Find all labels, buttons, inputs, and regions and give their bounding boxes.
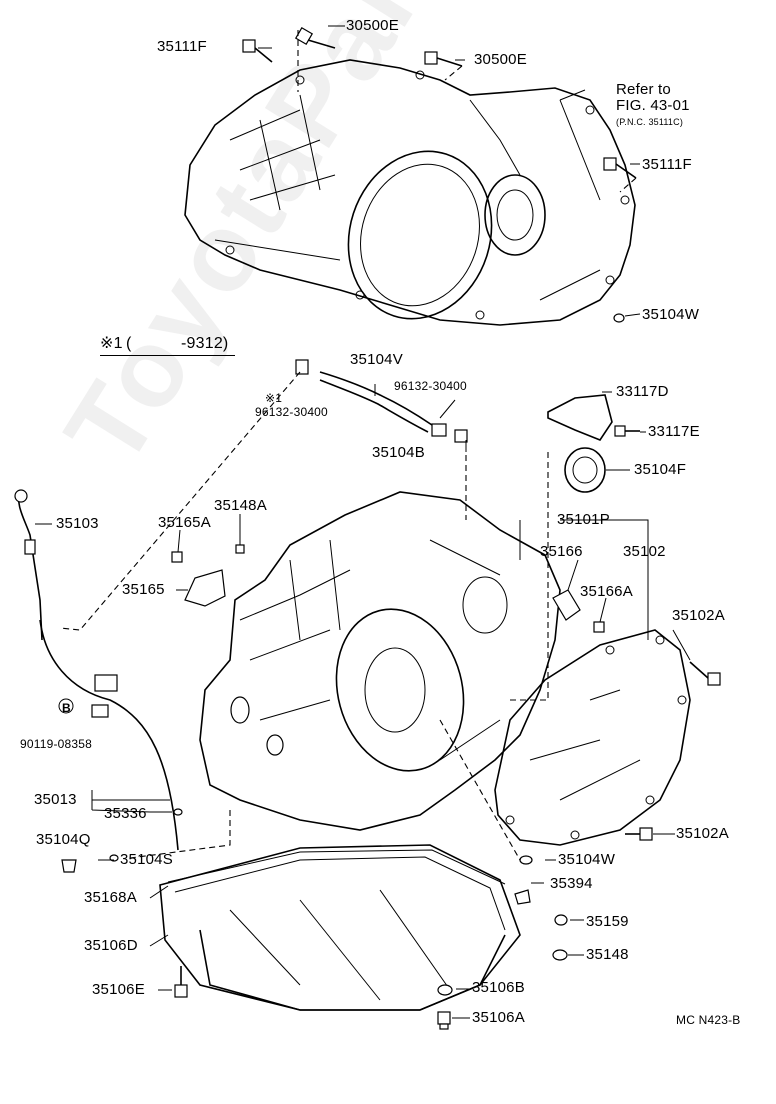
plug-35148-drawing [552,949,568,961]
bolt-35106E-drawing [174,966,188,998]
plug-35148A-drawing [235,544,245,554]
union-96132-b-drawing [431,423,447,437]
plug-35104W-a-drawing [613,313,625,323]
label-35106A[interactable]: 35106A [472,1009,525,1026]
label-35104S[interactable]: 35104S [120,851,173,868]
label-35104F[interactable]: 35104F [634,461,687,478]
label-35104B[interactable]: 35104B [372,444,425,461]
label-35148[interactable]: 35148 [586,946,629,963]
label-35102A-a[interactable]: 35102A [672,607,725,624]
label-35159[interactable]: 35159 [586,913,629,930]
reference-pnc: (P.N.C. 35111C) [616,117,684,127]
plug-35106A-drawing [437,1011,451,1030]
bolt-35111F-a-drawing [242,39,273,63]
plug-35104W-b-drawing [519,855,533,865]
label-35104V[interactable]: 35104V [350,351,403,368]
label-35336[interactable]: 35336 [104,805,147,822]
hose-35104V-drawing [319,371,433,426]
note-range: -9312) [181,335,229,352]
plug-35106B-drawing [437,984,453,996]
dipstick-35103-drawing [14,489,43,641]
dashed-guide-dipstick [59,371,301,631]
label-35165[interactable]: 35165 [122,581,165,598]
label-35104Q[interactable]: 35104Q [36,831,91,848]
label-35104W-a[interactable]: 35104W [642,306,700,323]
label-35166[interactable]: 35166 [540,543,583,560]
filler-tube-35013-drawing [39,619,179,851]
label-30500E-a[interactable]: 30500E [346,17,399,34]
clamp-marker-circle [58,698,74,714]
transaxle-case-drawing [199,491,561,831]
union-96132-a-drawing [295,359,309,375]
label-35111F-b[interactable]: 35111F [642,156,692,173]
oil-pan-35106D-drawing [159,844,521,1011]
note-symbol: ※1 [100,335,123,352]
label-33117D[interactable]: 33117D [616,383,669,400]
clamp-90119-drawing [91,674,118,718]
bolt-35102A-b-drawing [625,827,653,841]
label-96132-30400-b[interactable]: 96132-30400 [394,379,467,393]
label-35103[interactable]: 35103 [56,515,99,532]
o-ring-35336-drawing [173,808,183,816]
bolt-30500E-a-drawing [294,26,336,49]
elbow-35104B-drawing [454,429,468,443]
dashed-guides-top [297,30,637,193]
label-35168A[interactable]: 35168A [84,889,137,906]
side-cover-35102-drawing [494,629,691,846]
label-35166A[interactable]: 35166A [580,583,633,600]
bolt-35111F-b-drawing [603,157,637,179]
dashed-guide-seal [510,452,549,701]
label-90119-08358[interactable]: 90119-08358 [20,737,93,751]
note-underline [100,355,235,356]
gasket-35159-drawing [554,914,568,926]
label-35102[interactable]: 35102 [623,543,666,560]
label-35165A[interactable]: 35165A [158,514,211,531]
oil-seal-35104F-drawing [564,447,606,493]
bolt-35166A-drawing [593,621,605,633]
label-30500E-b[interactable]: 30500E [474,51,527,68]
label-96132-30400-a[interactable]: 96132-30400 [255,405,328,419]
plug-35104Q-drawing [61,859,77,873]
reference-line-1: Refer to [616,81,671,98]
label-35111F-a[interactable]: 35111F [157,38,207,55]
bolt-33117E-drawing [614,425,640,437]
diagram-code: MC N423-B [676,1013,741,1027]
dashed-guide-drain [129,810,231,859]
label-96132-mark: ※1 [265,391,283,405]
bolt-30500E-b-drawing [424,51,463,67]
converter-housing-drawing [184,59,636,326]
dashed-guide-plug [439,719,521,861]
plate-35166-drawing [552,589,581,621]
label-35106D[interactable]: 35106D [84,937,138,954]
note-paren-open: ( [126,335,132,352]
label-35101P[interactable]: 35101P [557,511,610,528]
label-35013[interactable]: 35013 [34,791,77,808]
bolt-35102A-a-drawing [689,661,721,686]
label-35394[interactable]: 35394 [550,875,593,892]
bolt-35165A-drawing [171,551,183,563]
gasket-35168A-drawing [167,849,506,885]
clip-35394-drawing [514,889,531,905]
reference-figure-link[interactable]: FIG. 43-01 [616,97,690,114]
label-35104W-b[interactable]: 35104W [558,851,616,868]
label-35106E[interactable]: 35106E [92,981,145,998]
label-35102A-b[interactable]: 35102A [676,825,729,842]
label-33117E[interactable]: 33117E [648,423,700,440]
label-35148A[interactable]: 35148A [214,497,267,514]
label-35106B[interactable]: 35106B [472,979,525,996]
bracket-33117D-drawing [547,394,613,441]
label-90119-marker: B [62,701,71,715]
plate-35165-drawing [184,569,226,607]
leader-lines-top [258,25,641,317]
